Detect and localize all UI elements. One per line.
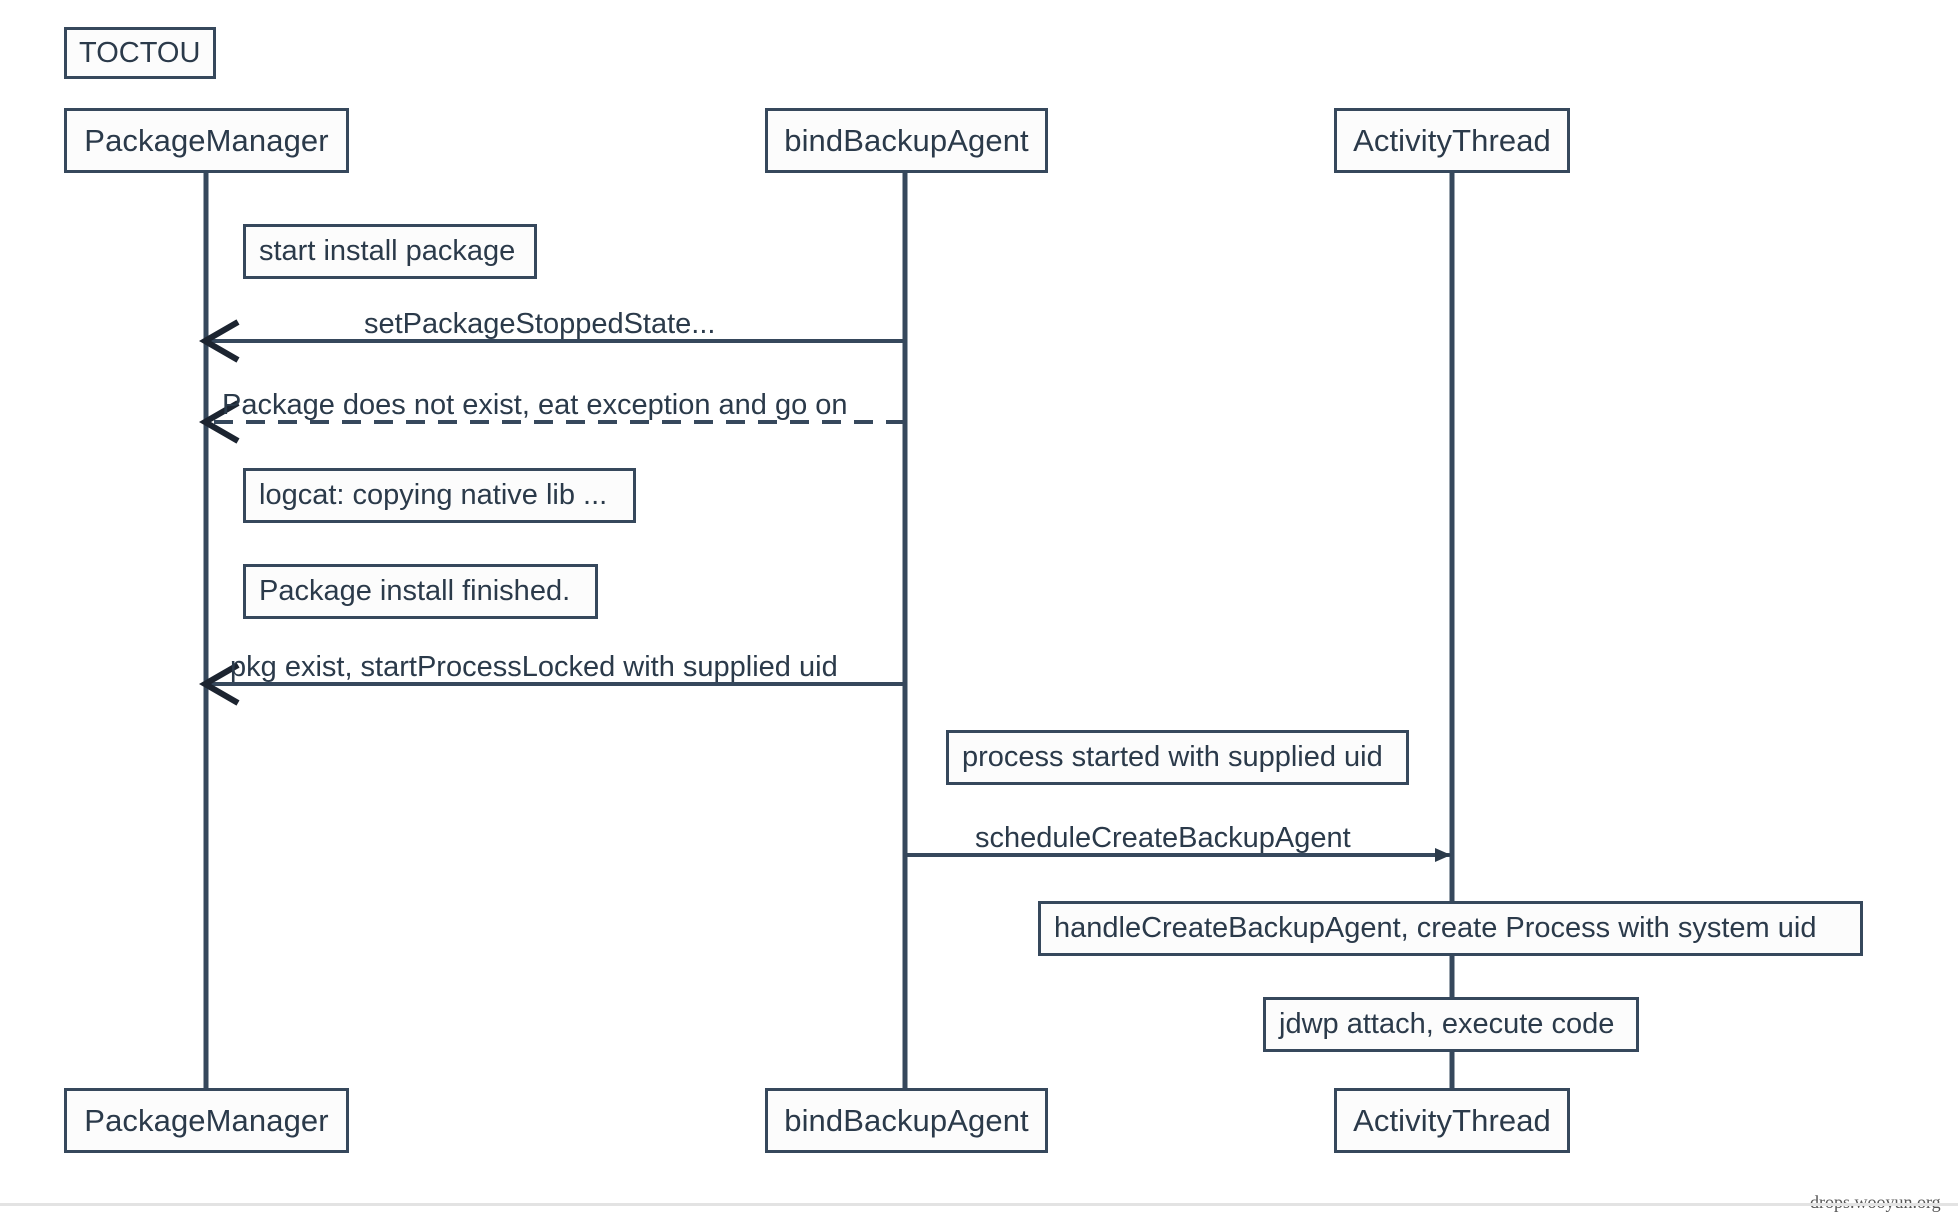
diagram-title-frame: TOCTOU: [64, 27, 216, 79]
bottom-divider: [0, 1203, 1958, 1206]
lifeline-head-packagemanager[interactable]: PackageManager: [64, 108, 349, 173]
msg-label-package-not-exist: Package does not exist, eat exception an…: [222, 389, 848, 422]
note-process-started: process started with supplied uid: [946, 730, 1409, 785]
note-install-finished: Package install finished.: [243, 564, 598, 619]
note-logcat: logcat: copying native lib ...: [243, 468, 636, 523]
note-jdwp-attach: jdwp attach, execute code: [1263, 997, 1639, 1052]
lifeline-foot-bindbackupagent-label: bindBackupAgent: [784, 1102, 1029, 1138]
watermark-text: drops.wooyun.org: [1810, 1192, 1941, 1212]
msg-label-schedulecreatebackupagent-text: scheduleCreateBackupAgent: [975, 822, 1351, 854]
lifeline-foot-bindbackupagent[interactable]: bindBackupAgent: [765, 1088, 1048, 1153]
lifeline-head-bindbackupagent[interactable]: bindBackupAgent: [765, 108, 1048, 173]
watermark: drops.wooyun.org: [1810, 1192, 1941, 1213]
msg-arrowhead-setpackagestoppedstate: [198, 319, 240, 363]
lifeline-foot-activitythread-label: ActivityThread: [1353, 1102, 1551, 1138]
msg-label-package-not-exist-text: Package does not exist, eat exception an…: [222, 389, 848, 421]
msg-label-pkg-exist: pkg exist, startProcessLocked with suppl…: [230, 651, 838, 684]
note-logcat-label: logcat: copying native lib ...: [259, 479, 608, 511]
note-install-finished-label: Package install finished.: [259, 575, 571, 607]
lifeline-foot-packagemanager[interactable]: PackageManager: [64, 1088, 349, 1153]
lifeline-foot-activitythread[interactable]: ActivityThread: [1334, 1088, 1570, 1153]
msg-label-setpackagestoppedstate-text: setPackageStoppedState...: [364, 308, 716, 340]
note-process-started-label: process started with supplied uid: [962, 741, 1383, 773]
note-handle-create-backup-agent: handleCreateBackupAgent, create Process …: [1038, 901, 1863, 956]
lifeline-head-activitythread-label: ActivityThread: [1353, 122, 1551, 158]
diagram-title-label: TOCTOU: [79, 36, 201, 69]
note-jdwp-attach-label: jdwp attach, execute code: [1279, 1008, 1615, 1040]
lifeline-head-packagemanager-label: PackageManager: [84, 122, 329, 158]
lifeline-head-bindbackupagent-label: bindBackupAgent: [784, 122, 1029, 158]
note-handle-create-backup-agent-label: handleCreateBackupAgent, create Process …: [1054, 912, 1817, 944]
msg-label-pkg-exist-text: pkg exist, startProcessLocked with suppl…: [230, 651, 838, 683]
msg-label-setpackagestoppedstate: setPackageStoppedState...: [364, 308, 715, 341]
lifeline-head-activitythread[interactable]: ActivityThread: [1334, 108, 1570, 173]
note-start-install: start install package: [243, 224, 537, 279]
lifeline-foot-packagemanager-label: PackageManager: [84, 1102, 329, 1138]
msg-label-schedulecreatebackupagent: scheduleCreateBackupAgent: [975, 822, 1351, 855]
note-start-install-label: start install package: [259, 235, 516, 267]
